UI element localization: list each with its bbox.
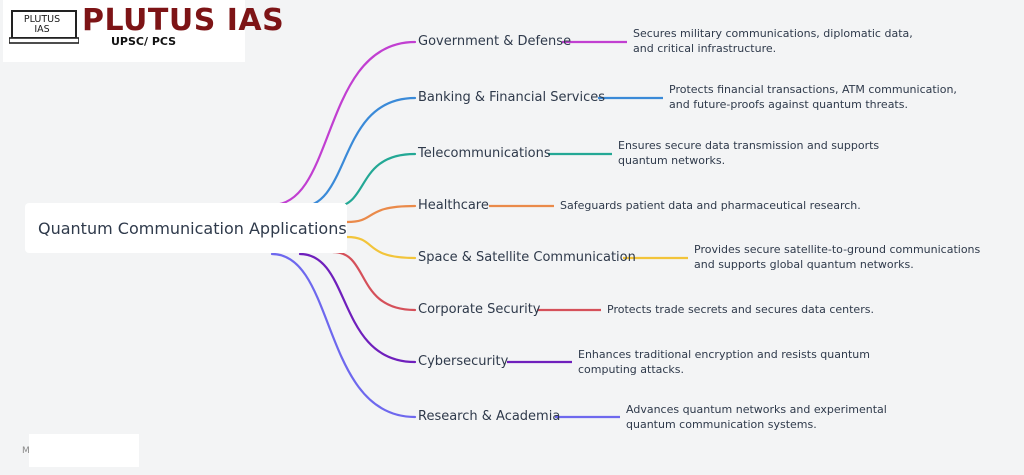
desc-corporate-security: Protects trade secrets and secures data … — [607, 303, 874, 316]
branch-corporate-security[interactable]: Corporate Security — [418, 302, 541, 317]
connector-government-defense — [270, 40, 417, 207]
desc-cybersecurity: Enhances traditional encryption and resi… — [578, 348, 870, 376]
connector-space-satellite — [345, 235, 417, 260]
desc-banking-financial: Protects financial transactions, ATM com… — [669, 83, 957, 111]
desc-government-defense: Secures military communications, diploma… — [633, 27, 913, 55]
logo-laptop-line1: PLUTUS — [23, 14, 61, 25]
branch-space-satellite[interactable]: Space & Satellite Communication — [418, 250, 636, 265]
connector-healthcare — [345, 204, 417, 224]
desc-telecommunications: Ensures secure data transmission and sup… — [618, 139, 880, 167]
logo-laptop-line2: IAS — [34, 24, 50, 35]
logo-tagline: UPSC/ PCS — [111, 35, 177, 48]
desc-space-satellite: Provides secure satellite-to-ground comm… — [694, 243, 981, 271]
branch-cybersecurity[interactable]: Cybersecurity — [418, 354, 509, 369]
central-topic-label: Quantum Communication Applications — [38, 218, 347, 238]
branch-government-defense[interactable]: Government & Defense — [418, 34, 572, 49]
footer-partial-text: M — [22, 446, 30, 456]
footer-blank-box — [29, 434, 139, 467]
connector-banking-financial — [298, 96, 417, 209]
desc-healthcare: Safeguards patient data and pharmaceutic… — [560, 199, 861, 212]
central-topic-node[interactable]: Quantum Communication Applications — [25, 203, 347, 253]
logo-name: PLUTUS IAS — [82, 3, 285, 38]
connector-telecommunications — [331, 152, 417, 209]
branch-healthcare[interactable]: Healthcare — [418, 198, 489, 213]
connector-research-academia — [270, 252, 417, 419]
laptop-icon — [9, 10, 79, 44]
connector-corporate-security — [331, 250, 417, 312]
branch-telecommunications[interactable]: Telecommunications — [418, 146, 551, 161]
branch-research-academia[interactable]: Research & Academia — [418, 409, 561, 424]
branch-banking-financial[interactable]: Banking & Financial Services — [418, 90, 606, 105]
plutus-ias-logo: PLUTUS IAS PLUTUS IAS UPSC/ PCS — [3, 0, 284, 62]
connector-cybersecurity — [298, 252, 417, 364]
desc-research-academia: Advances quantum networks and experiment… — [626, 403, 887, 431]
logo-laptop-text: PLUTUS IAS — [12, 15, 72, 35]
